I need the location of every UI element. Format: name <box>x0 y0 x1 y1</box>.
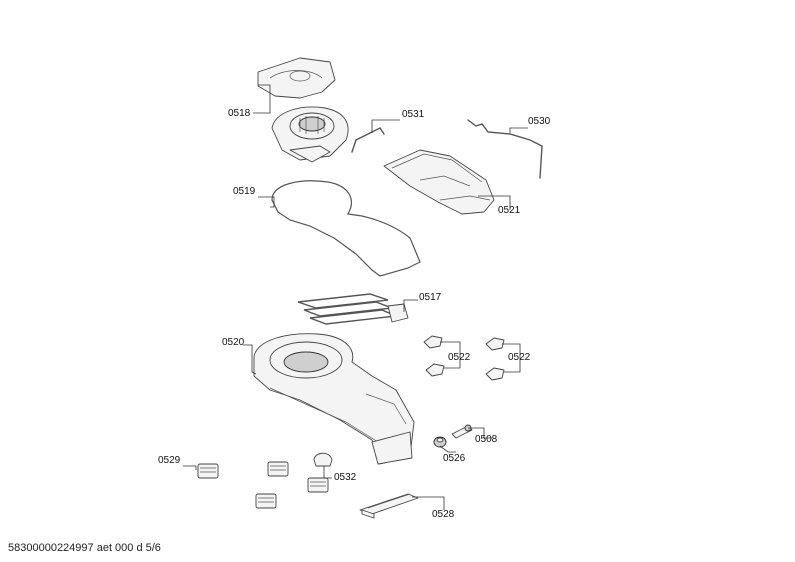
leader-0532 <box>323 466 332 479</box>
part-0522-clips-right <box>485 337 505 381</box>
leader-0522-left <box>440 341 461 369</box>
label-0528: 0528 <box>432 509 455 520</box>
label-0522-left: 0522 <box>448 352 471 363</box>
leader-0521 <box>478 195 511 210</box>
part-0521-air-duct <box>383 149 495 215</box>
document-code: 58300000224997 aet 000 d 5/6 <box>8 542 161 554</box>
part-0532-cap <box>313 452 333 467</box>
part-0528-filter-tray <box>359 493 419 519</box>
label-0531: 0531 <box>402 109 425 120</box>
leader-0508 <box>468 427 492 439</box>
part-0517-heater <box>297 293 409 325</box>
leader-0518 <box>253 84 271 114</box>
label-0522-right: 0522 <box>508 352 531 363</box>
label-0521: 0521 <box>498 205 521 216</box>
leader-0517 <box>403 299 418 312</box>
part-0518-fan-assembly <box>271 106 349 163</box>
part-0529-foot-4 <box>307 477 329 493</box>
part-0508-sensor <box>451 424 473 439</box>
leader-0526 <box>439 445 456 453</box>
label-0519: 0519 <box>233 186 256 197</box>
part-0520-base-housing <box>253 333 415 465</box>
part-0519-gasket <box>271 180 421 277</box>
label-0529: 0529 <box>158 455 181 466</box>
label-0526: 0526 <box>443 453 466 464</box>
label-0520: 0520 <box>222 337 245 348</box>
leader-0529 <box>183 465 197 470</box>
label-0518: 0518 <box>228 108 251 119</box>
leader-0522-right <box>502 343 521 373</box>
part-0526-plug <box>433 436 447 448</box>
part-0529-foot-1 <box>197 463 219 479</box>
part-0522-clips-left <box>423 335 445 377</box>
label-0517: 0517 <box>419 292 442 303</box>
part-0529-foot-2 <box>267 461 289 477</box>
label-0530: 0530 <box>528 116 551 127</box>
label-0508: 0508 <box>475 434 498 445</box>
label-0532: 0532 <box>334 472 357 483</box>
leader-0531 <box>371 119 400 133</box>
part-0518-fan-cover <box>257 57 336 99</box>
part-0529-foot-3 <box>255 493 277 509</box>
part-0530-wire <box>467 119 543 179</box>
part-0531-bracket <box>351 127 385 153</box>
leader-0528 <box>412 496 445 510</box>
leader-0520 <box>243 344 257 375</box>
leader-0519 <box>258 196 275 208</box>
leader-0530 <box>509 127 528 133</box>
